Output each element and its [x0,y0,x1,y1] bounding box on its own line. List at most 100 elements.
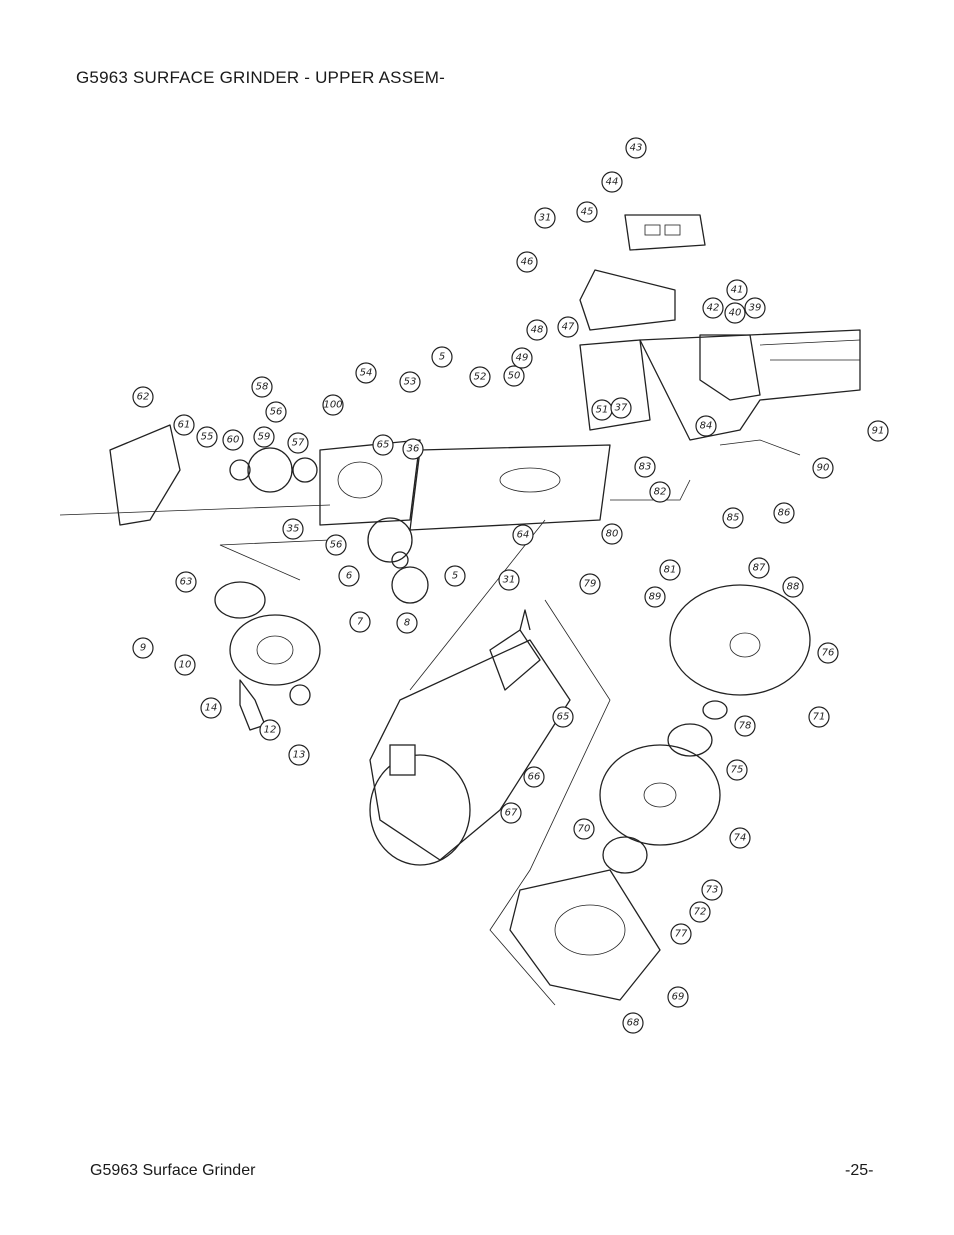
callout: 85 [722,507,744,529]
svg-text:31: 31 [539,213,552,224]
callout: 60 [222,429,244,451]
callout: 65 [552,706,574,728]
svg-text:57: 57 [292,438,305,449]
callout: 56 [325,534,347,556]
callout: 31 [534,207,556,229]
callout: 46 [516,251,538,273]
svg-text:86: 86 [778,508,791,519]
callout: 72 [689,901,711,923]
callout: 78 [734,715,756,737]
footer-title: G5963 Surface Grinder [90,1162,256,1179]
svg-text:58: 58 [256,382,269,393]
svg-text:76: 76 [822,648,835,659]
svg-text:53: 53 [404,377,417,388]
svg-text:83: 83 [639,462,652,473]
callout: 9 [132,637,154,659]
callout: 48 [526,319,548,341]
svg-text:59: 59 [258,432,271,443]
callout: 87 [748,557,770,579]
callout: 58 [251,376,273,398]
svg-text:40: 40 [729,308,742,319]
svg-text:41: 41 [731,285,744,296]
svg-text:62: 62 [137,392,150,403]
callout: 13 [288,744,310,766]
svg-text:31: 31 [503,575,516,586]
svg-text:88: 88 [787,582,800,593]
svg-text:8: 8 [404,618,410,629]
callout: 6 [338,565,360,587]
callout: 45 [576,201,598,223]
svg-text:74: 74 [734,833,747,844]
callout: 52 [469,366,491,388]
callout: 5 [444,565,466,587]
svg-text:6: 6 [346,571,352,582]
svg-text:69: 69 [672,992,685,1003]
svg-text:100: 100 [323,400,342,411]
callout: 67 [500,802,522,824]
callout: 54 [355,362,377,384]
callout: 64 [512,524,534,546]
svg-text:14: 14 [205,703,218,714]
svg-text:82: 82 [654,487,667,498]
svg-text:78: 78 [739,721,752,732]
svg-text:68: 68 [627,1018,640,1029]
callout: 7 [349,611,371,633]
svg-text:51: 51 [596,405,609,416]
callout: 51 [591,399,613,421]
callout: 10 [174,654,196,676]
callout: 55 [196,426,218,448]
callout: 53 [399,371,421,393]
callout: 37 [610,397,632,419]
svg-text:70: 70 [578,824,591,835]
svg-text:45: 45 [581,207,594,218]
svg-text:46: 46 [521,257,534,268]
callout: 43 [625,137,647,159]
callout: 57 [287,432,309,454]
svg-text:64: 64 [517,530,530,541]
svg-text:5: 5 [439,352,445,363]
svg-text:65: 65 [557,712,570,723]
svg-text:75: 75 [731,765,744,776]
callout: 100 [322,394,344,416]
svg-text:87: 87 [753,563,766,574]
callout: 80 [601,523,623,545]
callout: 86 [773,502,795,524]
callout: 90 [812,457,834,479]
svg-text:73: 73 [706,885,719,896]
svg-text:10: 10 [179,660,192,671]
callout: 89 [644,586,666,608]
callout: 44 [601,171,623,193]
svg-text:44: 44 [606,177,619,188]
page-number: -25- [845,1162,874,1179]
callout: 41 [726,279,748,301]
callout: 36 [402,438,424,460]
svg-text:50: 50 [508,371,521,382]
svg-text:66: 66 [528,772,541,783]
svg-text:39: 39 [749,303,762,314]
callout: 5 [431,346,453,368]
callout: 12 [259,719,281,741]
callout: 50 [503,365,525,387]
callout: 31 [498,569,520,591]
svg-text:43: 43 [630,143,643,154]
svg-text:35: 35 [287,524,300,535]
callout: 83 [634,456,656,478]
svg-text:36: 36 [407,444,420,455]
callout: 56 [265,401,287,423]
callout: 14 [200,697,222,719]
svg-text:7: 7 [357,617,364,628]
svg-text:37: 37 [615,403,628,414]
svg-text:63: 63 [180,577,193,588]
svg-text:9: 9 [140,643,146,654]
callout: 69 [667,986,689,1008]
svg-text:89: 89 [649,592,662,603]
svg-text:5: 5 [452,571,458,582]
page-title: G5963 SURFACE GRINDER - UPPER ASSEM- [76,68,446,87]
callout: 79 [579,573,601,595]
callout: 47 [557,316,579,338]
callout: 82 [649,481,671,503]
svg-text:72: 72 [694,907,707,918]
svg-text:12: 12 [264,725,277,736]
callout: 65 [372,434,394,456]
svg-text:71: 71 [813,712,826,723]
